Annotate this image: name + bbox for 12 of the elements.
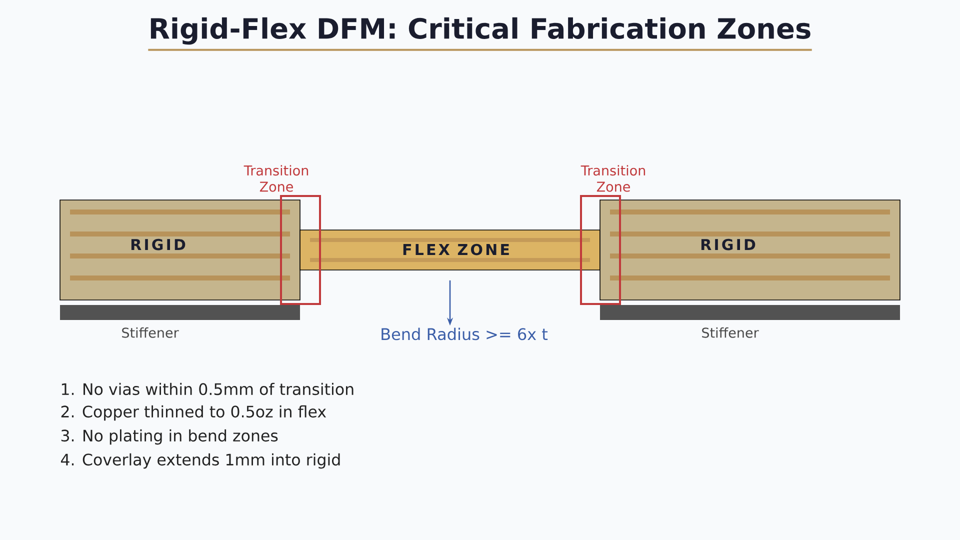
title: Rigid-Flex DFM: Critical Fabrication Zones xyxy=(150,17,810,45)
annotation-text: Bend Radius >= 6x t xyxy=(382,328,548,340)
note-text: 4. Coverlay extends 1mm into rigid xyxy=(60,453,340,469)
note-text: 2. Copper thinned to 0.5oz in flex xyxy=(61,405,326,421)
note-text: 1. No vias within 0.5mm of transition xyxy=(62,382,354,396)
node-label: Transition Zone xyxy=(580,165,646,192)
node-label: Transition Zone xyxy=(244,165,308,192)
node-label: Stiffener xyxy=(702,327,759,338)
stiffener-bar: Stiffener xyxy=(600,305,900,338)
node-label: Stiffener xyxy=(122,327,179,338)
note-text: 3. No plating in bend zones xyxy=(61,429,278,445)
stiffener-bar: Stiffener xyxy=(60,305,300,338)
